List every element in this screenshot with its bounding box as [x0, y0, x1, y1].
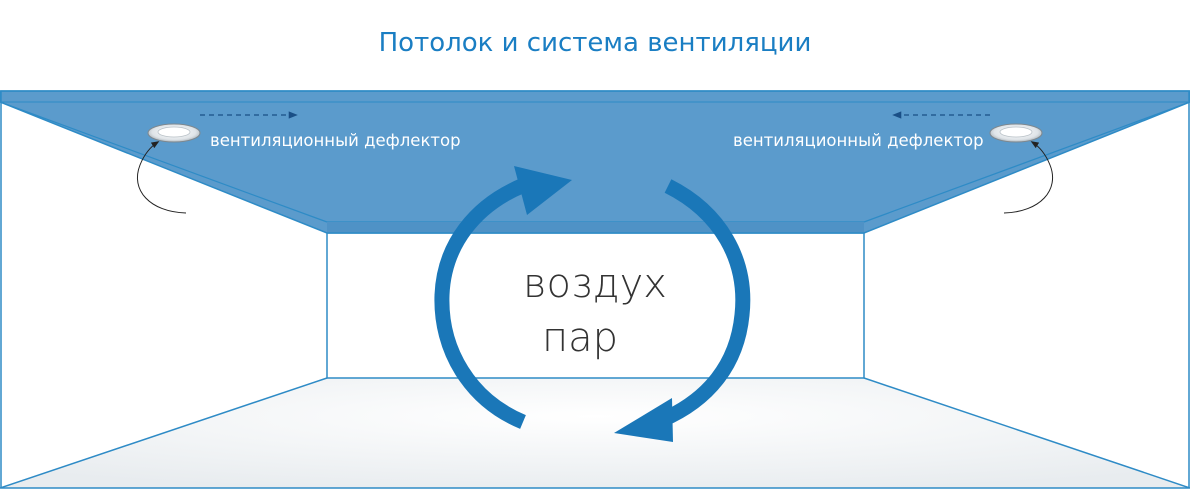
deflector-right: [989, 123, 1043, 143]
ceiling-edge-line: [863, 101, 1190, 223]
deflector-label-left: вентиляционный дефлектор: [210, 131, 461, 150]
floor: [0, 378, 1190, 488]
ceiling-edge-line: [0, 101, 328, 223]
steam-label: пар: [541, 315, 619, 361]
deflector-left: [147, 123, 201, 143]
deflector-label-right: вентиляционный дефлектор: [733, 131, 984, 150]
circulation-arrow-up: [434, 166, 572, 429]
stretch-ceiling: [0, 90, 1190, 234]
ceiling-band: [327, 222, 864, 233]
room-outline: [0, 90, 1190, 489]
circulation-arrow-down: [614, 179, 751, 442]
diagram-title: Потолок и система вентиляции: [378, 28, 812, 58]
intake-curve-arrow-right: [1003, 141, 1054, 214]
air-label: воздух: [523, 261, 667, 307]
intake-curve-arrow-left: [136, 141, 187, 214]
